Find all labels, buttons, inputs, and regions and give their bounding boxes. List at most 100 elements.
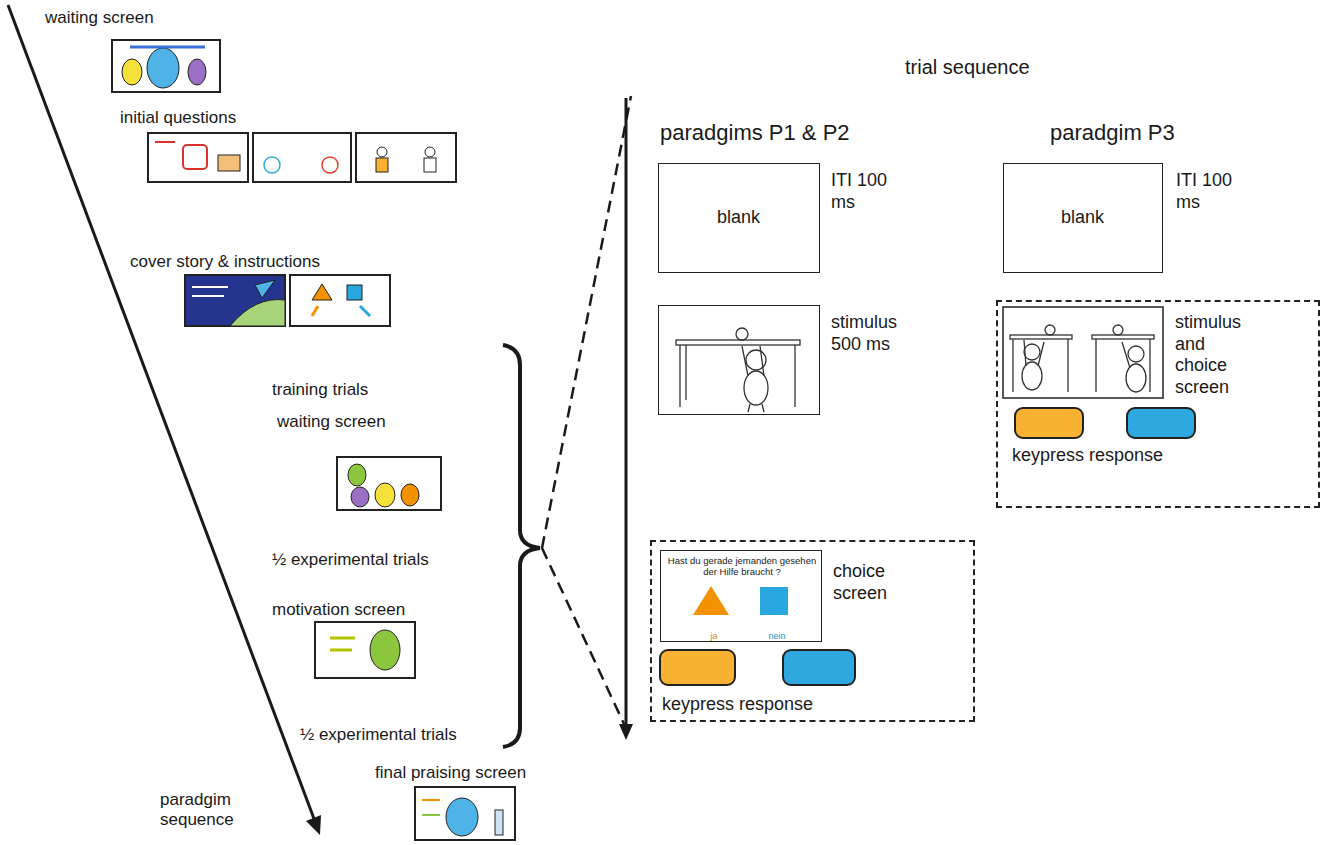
section-heading: paradgims P1 & P2: [660, 120, 850, 146]
praising-thumbnail-part: [422, 799, 440, 801]
sequence-label: cover story & instructions: [130, 252, 320, 272]
waiting-thumbnail-part: [112, 40, 220, 92]
waiting-thumbnail: [337, 457, 441, 510]
stimulus-choice-screen-part: [1010, 335, 1072, 339]
response-group: keypress response Hast du gerade jemanden…: [650, 540, 975, 722]
motivation-thumbnail-part: [370, 630, 400, 670]
praising-thumbnail-part: [446, 798, 478, 836]
question-thumbnail-part: [377, 147, 387, 157]
stimulus-drawing-part: [736, 328, 748, 340]
stimulus-choice-screen-part: [1012, 339, 1013, 392]
stimulus-drawing: [676, 328, 800, 412]
screen-label: keypress response: [662, 694, 813, 716]
motivation-thumbnail: [315, 622, 415, 678]
screen-label: nein: [755, 631, 799, 642]
choice-symbols-part: [693, 586, 729, 615]
stimulus-choice-screen-part: [1095, 339, 1096, 392]
stimulus-drawing-part: [744, 371, 768, 405]
trial-timeline-part: [542, 96, 631, 548]
sequence-label: final praising screen: [375, 763, 526, 783]
stimulus-choice-screen-part: [1128, 346, 1144, 362]
question-thumbnail-part: [425, 147, 435, 157]
stimulus-choice-screen-part: [1149, 339, 1150, 392]
choice-symbols-part: [760, 587, 788, 615]
stimulus-drawing-part: [679, 345, 680, 407]
stimulus-choice-screen-part: [1122, 342, 1130, 368]
question-thumbnail-part: [264, 157, 280, 173]
stimulus-choice-screen-part: [1067, 339, 1068, 392]
stimulus-choice-screen-part: [1024, 344, 1040, 360]
praising-thumbnail-part: [495, 810, 503, 835]
section-heading: paradgim P3: [1050, 120, 1175, 146]
cover-story-thumbnail-part: [192, 295, 224, 297]
screen-label: Hast du gerade jemanden gesehen der Hilf…: [664, 555, 820, 578]
stimulus-choice-screen-part: [1022, 362, 1042, 390]
stimulus-drawing-part: [742, 346, 764, 376]
screen-label: keypress response: [1012, 445, 1163, 467]
cover-story-thumbnail-part: [185, 275, 285, 326]
trial-timeline: [542, 96, 633, 740]
stimulus-choice-screen-part: [1024, 340, 1044, 366]
cover-story-thumbnail-part: [360, 306, 370, 316]
screen-label: blank: [1061, 207, 1104, 229]
sequence-label: ½ experimental trials: [300, 725, 457, 745]
waiting-thumbnail: [112, 40, 220, 92]
stimulus-screen: stimulus 500 ms: [658, 305, 820, 415]
stimulus-choice-screen-part: [1126, 364, 1146, 392]
waiting-thumbnail-part: [337, 457, 441, 510]
sequence-label: training trials: [272, 380, 368, 400]
screen-label: ITI 100 ms: [1176, 170, 1238, 213]
curly-brace-part: [503, 345, 540, 747]
sequence-label: paradgim sequence: [160, 790, 250, 831]
response-keys-part: [1015, 408, 1083, 438]
cover-story-thumbnail-part: [192, 286, 228, 288]
sequence-label: ½ experimental trials: [272, 550, 429, 570]
response-group: stimulus and choice screen keypress respo…: [996, 300, 1320, 508]
sequence-arrow: [8, 5, 321, 835]
stimulus-choice-screen-part: [1003, 307, 1163, 398]
motivation-thumbnail-part: [315, 622, 415, 678]
stimulus-choice-screen-part: [1045, 325, 1055, 335]
question-thumbnail-part: [424, 158, 436, 172]
sequence-label: waiting screen: [45, 8, 154, 28]
question-thumbnail-part: [148, 133, 248, 182]
screen-label: ja: [694, 631, 734, 642]
question-thumbnail-part: [253, 133, 351, 182]
sequence-label: motivation screen: [272, 600, 405, 620]
stimulus-drawing-part: [748, 404, 764, 412]
waiting-thumbnail-part: [375, 483, 395, 507]
question-thumbnail-part: [322, 157, 338, 173]
blank-screen: blankITI 100 ms: [1003, 163, 1163, 273]
cover-story-thumbnail-part: [312, 306, 318, 316]
trial-timeline-part: [619, 724, 633, 740]
response-keys-part: [660, 650, 735, 685]
cover-story-thumbnail-part: [347, 285, 362, 300]
praising-thumbnail: [415, 787, 515, 840]
screen-label: choice screen: [833, 561, 905, 604]
section-heading: trial sequence: [905, 55, 1030, 79]
screen-label: ITI 100 ms: [831, 170, 893, 213]
cover-story-thumbnail-part: [230, 300, 285, 326]
cover-story-thumbnail-part: [290, 275, 390, 326]
waiting-thumbnail-part: [401, 484, 419, 506]
praising-thumbnail-part: [422, 814, 440, 816]
response-keys-part: [783, 650, 855, 685]
praising-thumbnail-part: [415, 787, 515, 840]
screen-label: stimulus 500 ms: [831, 312, 911, 355]
cover-story-thumbnail-part: [312, 284, 332, 300]
sequence-label: waiting screen: [277, 412, 386, 432]
response-keys-part: [1127, 408, 1195, 438]
cover-story-thumbnail: [185, 275, 390, 326]
sequence-arrow-part: [306, 815, 321, 835]
blank-screen: blankITI 100 ms: [658, 163, 820, 273]
choice-symbols: [693, 586, 788, 615]
stimulus-drawing-part: [685, 345, 686, 400]
waiting-thumbnail-part: [348, 464, 366, 486]
screen-label: blank: [717, 207, 760, 229]
curly-brace: [503, 345, 540, 747]
trial-timeline-part: [542, 548, 624, 724]
screen-label: stimulus and choice screen: [1175, 312, 1250, 398]
waiting-thumbnail-part: [147, 48, 179, 88]
stimulus-drawing-part: [794, 345, 795, 407]
